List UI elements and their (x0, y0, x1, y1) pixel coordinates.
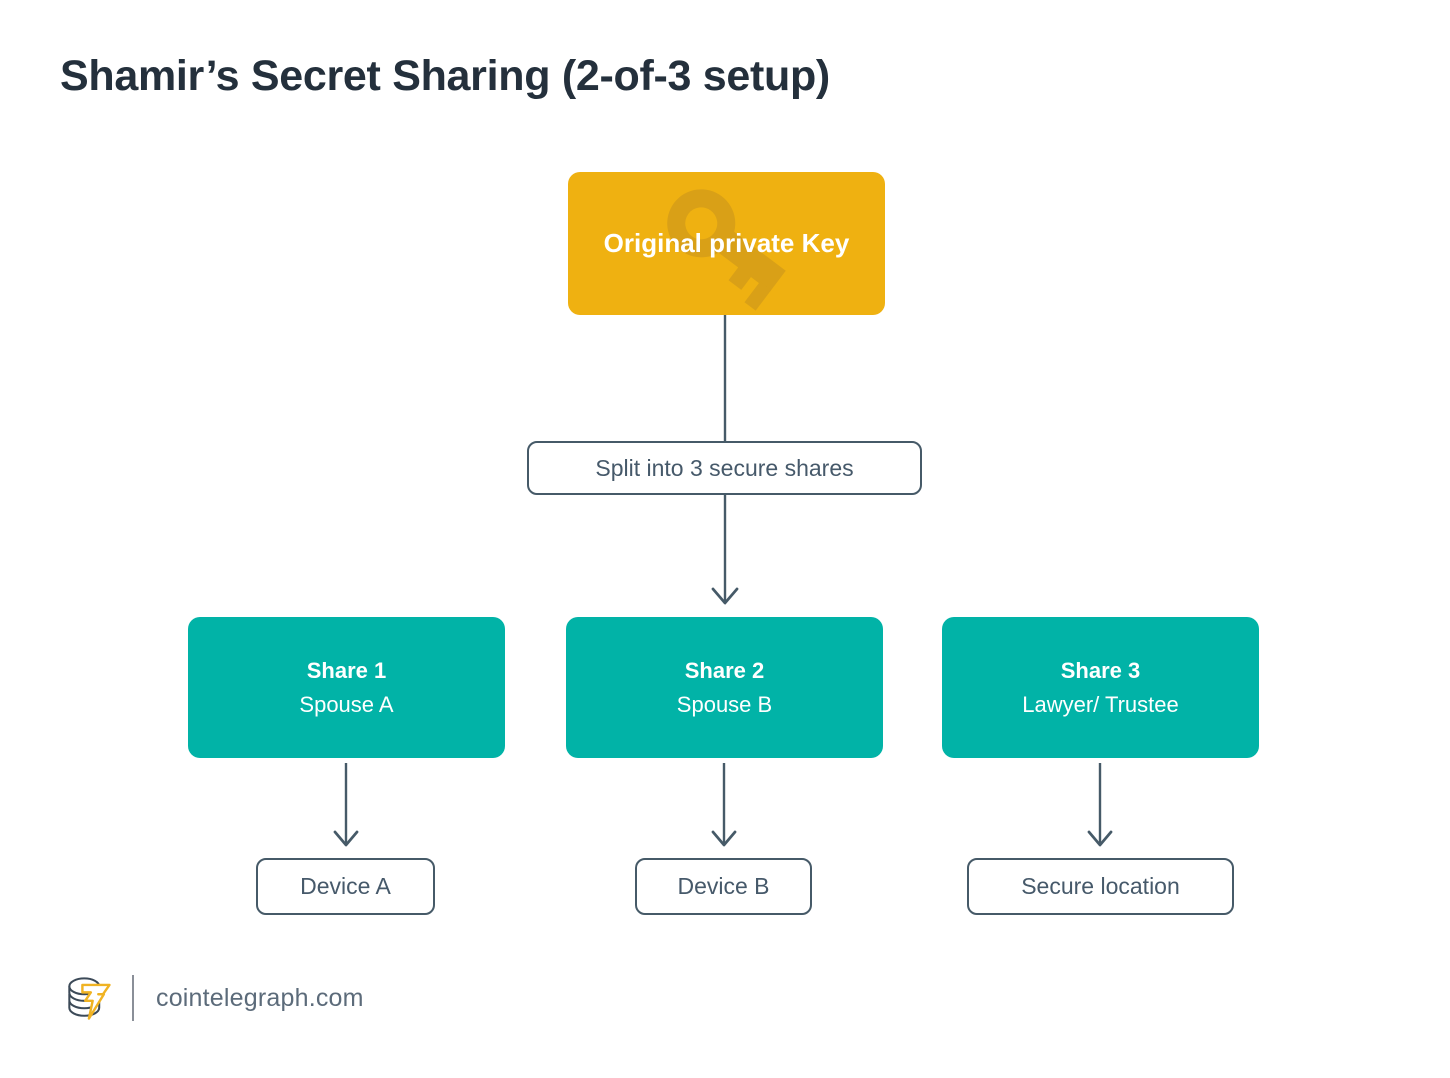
cointelegraph-logo-icon (68, 977, 111, 1020)
node-split-process[interactable]: Split into 3 secure shares (527, 441, 922, 495)
destination-3-label: Secure location (1021, 873, 1180, 899)
destination-1-label: Device A (300, 873, 391, 899)
page-title: Shamir’s Secret Sharing (2-of-3 setup) (60, 52, 830, 100)
share-3-holder: Lawyer/ Trustee (1022, 691, 1179, 717)
node-share-3[interactable]: Share 3 Lawyer/ Trustee (942, 617, 1259, 758)
node-share-2[interactable]: Share 2 Spouse B (566, 617, 883, 758)
arrowhead-share1 (333, 830, 359, 847)
footer-site-label: cointelegraph.com (156, 983, 364, 1012)
key-box-label: Original private Key (603, 228, 850, 259)
node-destination-1[interactable]: Device A (256, 858, 435, 915)
key-icon (666, 188, 786, 311)
share-3-title: Share 3 (1060, 657, 1141, 683)
node-original-private-key[interactable]: Original private Key (568, 172, 885, 315)
share-1-holder: Spouse A (299, 691, 394, 717)
share-1-title: Share 1 (306, 657, 387, 683)
node-destination-3[interactable]: Secure location (967, 858, 1234, 915)
arrowhead-share2 (711, 830, 737, 847)
split-label: Split into 3 secure shares (595, 454, 854, 481)
footer: cointelegraph.com (60, 968, 364, 1028)
arrowhead-share3 (1087, 830, 1113, 847)
share-2-title: Share 2 (684, 657, 765, 683)
footer-divider (132, 975, 134, 1021)
node-destination-2[interactable]: Device B (635, 858, 812, 915)
destination-2-label: Device B (677, 873, 770, 899)
arrowhead-split-to-shares (711, 587, 739, 605)
share-2-holder: Spouse B (676, 691, 773, 717)
node-share-1[interactable]: Share 1 Spouse A (188, 617, 505, 758)
